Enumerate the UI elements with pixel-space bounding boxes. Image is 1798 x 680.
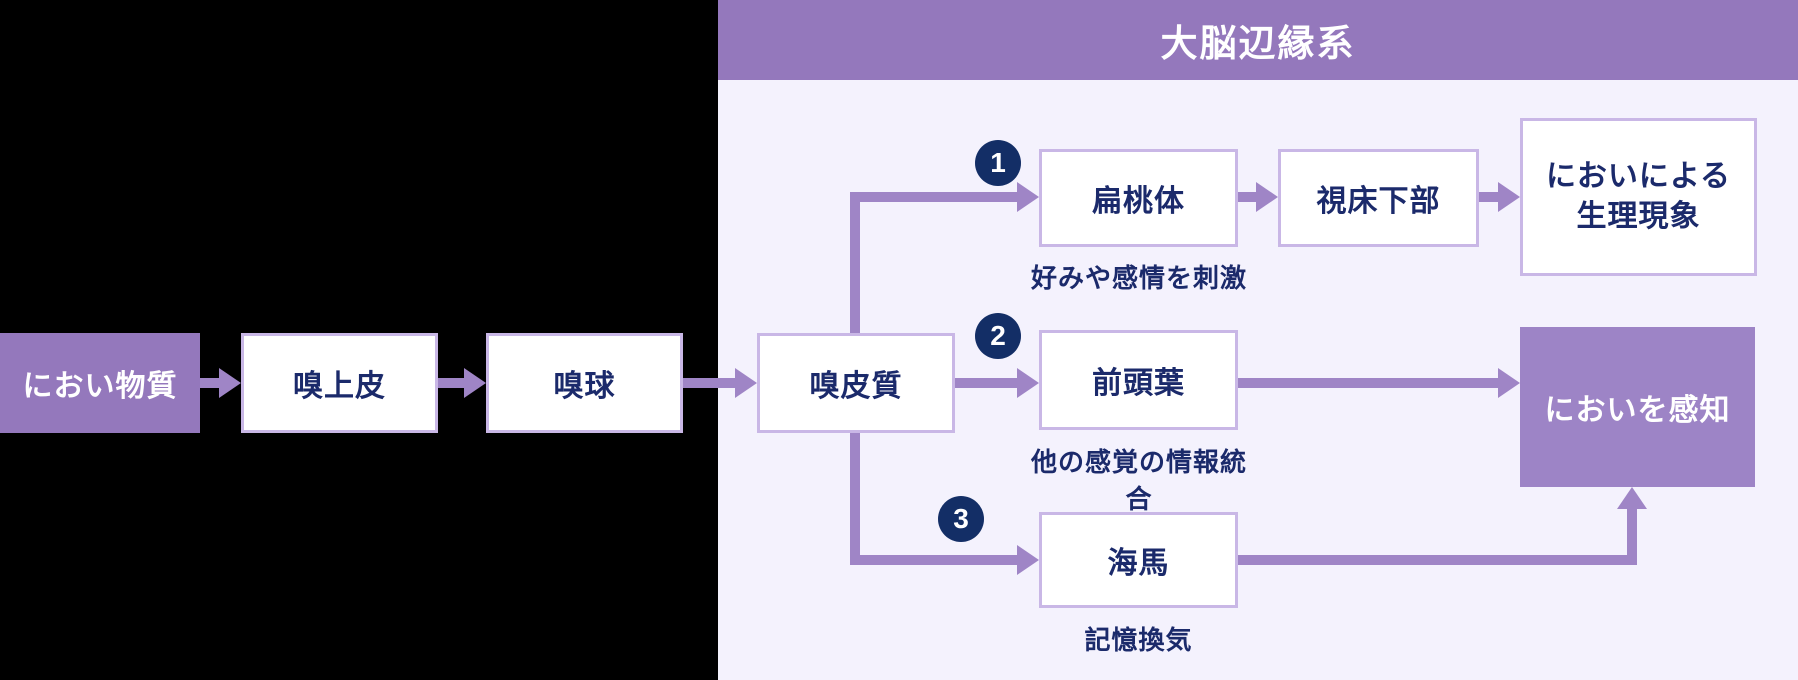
arrowhead-perception bbox=[1498, 368, 1520, 398]
node-olfactory-bulb-label: 嗅球 bbox=[553, 370, 616, 403]
line-hippocampus-right bbox=[1238, 555, 1637, 565]
arrowhead-frontal bbox=[1017, 368, 1039, 398]
node-amygdala: 扁桃体 bbox=[1039, 149, 1238, 247]
line-cortex-frontal bbox=[955, 378, 1019, 388]
caption-amygdala: 好みや感情を刺激 bbox=[1030, 263, 1247, 293]
line-amygdala-hypothalamus bbox=[1238, 192, 1258, 202]
line-hippocampus-up bbox=[1627, 507, 1637, 565]
node-physiological-response: においによる 生理現象 bbox=[1520, 118, 1757, 276]
arrowhead-physiology bbox=[1498, 182, 1520, 212]
badge-2-number: 2 bbox=[990, 320, 1006, 351]
limbic-system-title: 大脳辺縁系 bbox=[1160, 23, 1356, 64]
line-odorant-epithelium bbox=[200, 378, 223, 388]
arrowhead-cortex bbox=[735, 368, 757, 398]
arrowhead-perception-bottom bbox=[1617, 487, 1647, 509]
node-frontal-lobe-label: 前頭葉 bbox=[1092, 367, 1185, 400]
limbic-system-banner: 大脳辺縁系 bbox=[718, 0, 1798, 80]
node-hypothalamus-label: 視床下部 bbox=[1316, 185, 1441, 218]
node-hippocampus: 海馬 bbox=[1039, 512, 1238, 608]
node-frontal-lobe: 前頭葉 bbox=[1039, 330, 1238, 430]
arrowhead-amygdala bbox=[1017, 182, 1039, 212]
badge-1-number: 1 bbox=[990, 147, 1006, 178]
node-olfactory-cortex: 嗅皮質 bbox=[757, 333, 955, 433]
badge-3: 3 bbox=[938, 496, 984, 542]
line-epithelium-bulb bbox=[438, 378, 466, 388]
line-to-hippocampus bbox=[850, 555, 1019, 565]
node-physiological-response-label: においによる 生理現象 bbox=[1545, 159, 1732, 234]
line-hypothalamus-physiology bbox=[1479, 192, 1500, 202]
badge-2: 2 bbox=[975, 313, 1021, 359]
line-bulb-cortex bbox=[683, 378, 737, 388]
arrowhead-hippocampus bbox=[1017, 545, 1039, 575]
line-to-amygdala bbox=[850, 192, 1019, 202]
caption-frontal-lobe: 他の感覚の情報統合 bbox=[1030, 447, 1247, 514]
node-olfactory-cortex-label: 嗅皮質 bbox=[809, 370, 903, 403]
arrowhead-bulb bbox=[464, 368, 486, 398]
node-odor-perception-label: においを感知 bbox=[1544, 394, 1731, 427]
node-odor-perception: においを感知 bbox=[1520, 327, 1755, 487]
arrowhead-hypothalamus bbox=[1256, 182, 1278, 212]
node-odorant: におい物質 bbox=[0, 333, 200, 433]
node-amygdala-label: 扁桃体 bbox=[1092, 185, 1185, 218]
node-olfactory-bulb: 嗅球 bbox=[486, 333, 683, 433]
node-odorant-label: におい物質 bbox=[22, 370, 178, 403]
node-hypothalamus: 視床下部 bbox=[1278, 149, 1479, 247]
badge-1: 1 bbox=[975, 140, 1021, 186]
node-olfactory-epithelium: 嗅上皮 bbox=[241, 333, 438, 433]
caption-hippocampus: 記憶換気 bbox=[1084, 625, 1193, 655]
node-olfactory-epithelium-label: 嗅上皮 bbox=[293, 370, 386, 403]
line-frontal-perception bbox=[1238, 378, 1500, 388]
arrowhead-epithelium bbox=[219, 368, 241, 398]
badge-3-number: 3 bbox=[953, 503, 969, 534]
node-hippocampus-label: 海馬 bbox=[1107, 547, 1170, 580]
